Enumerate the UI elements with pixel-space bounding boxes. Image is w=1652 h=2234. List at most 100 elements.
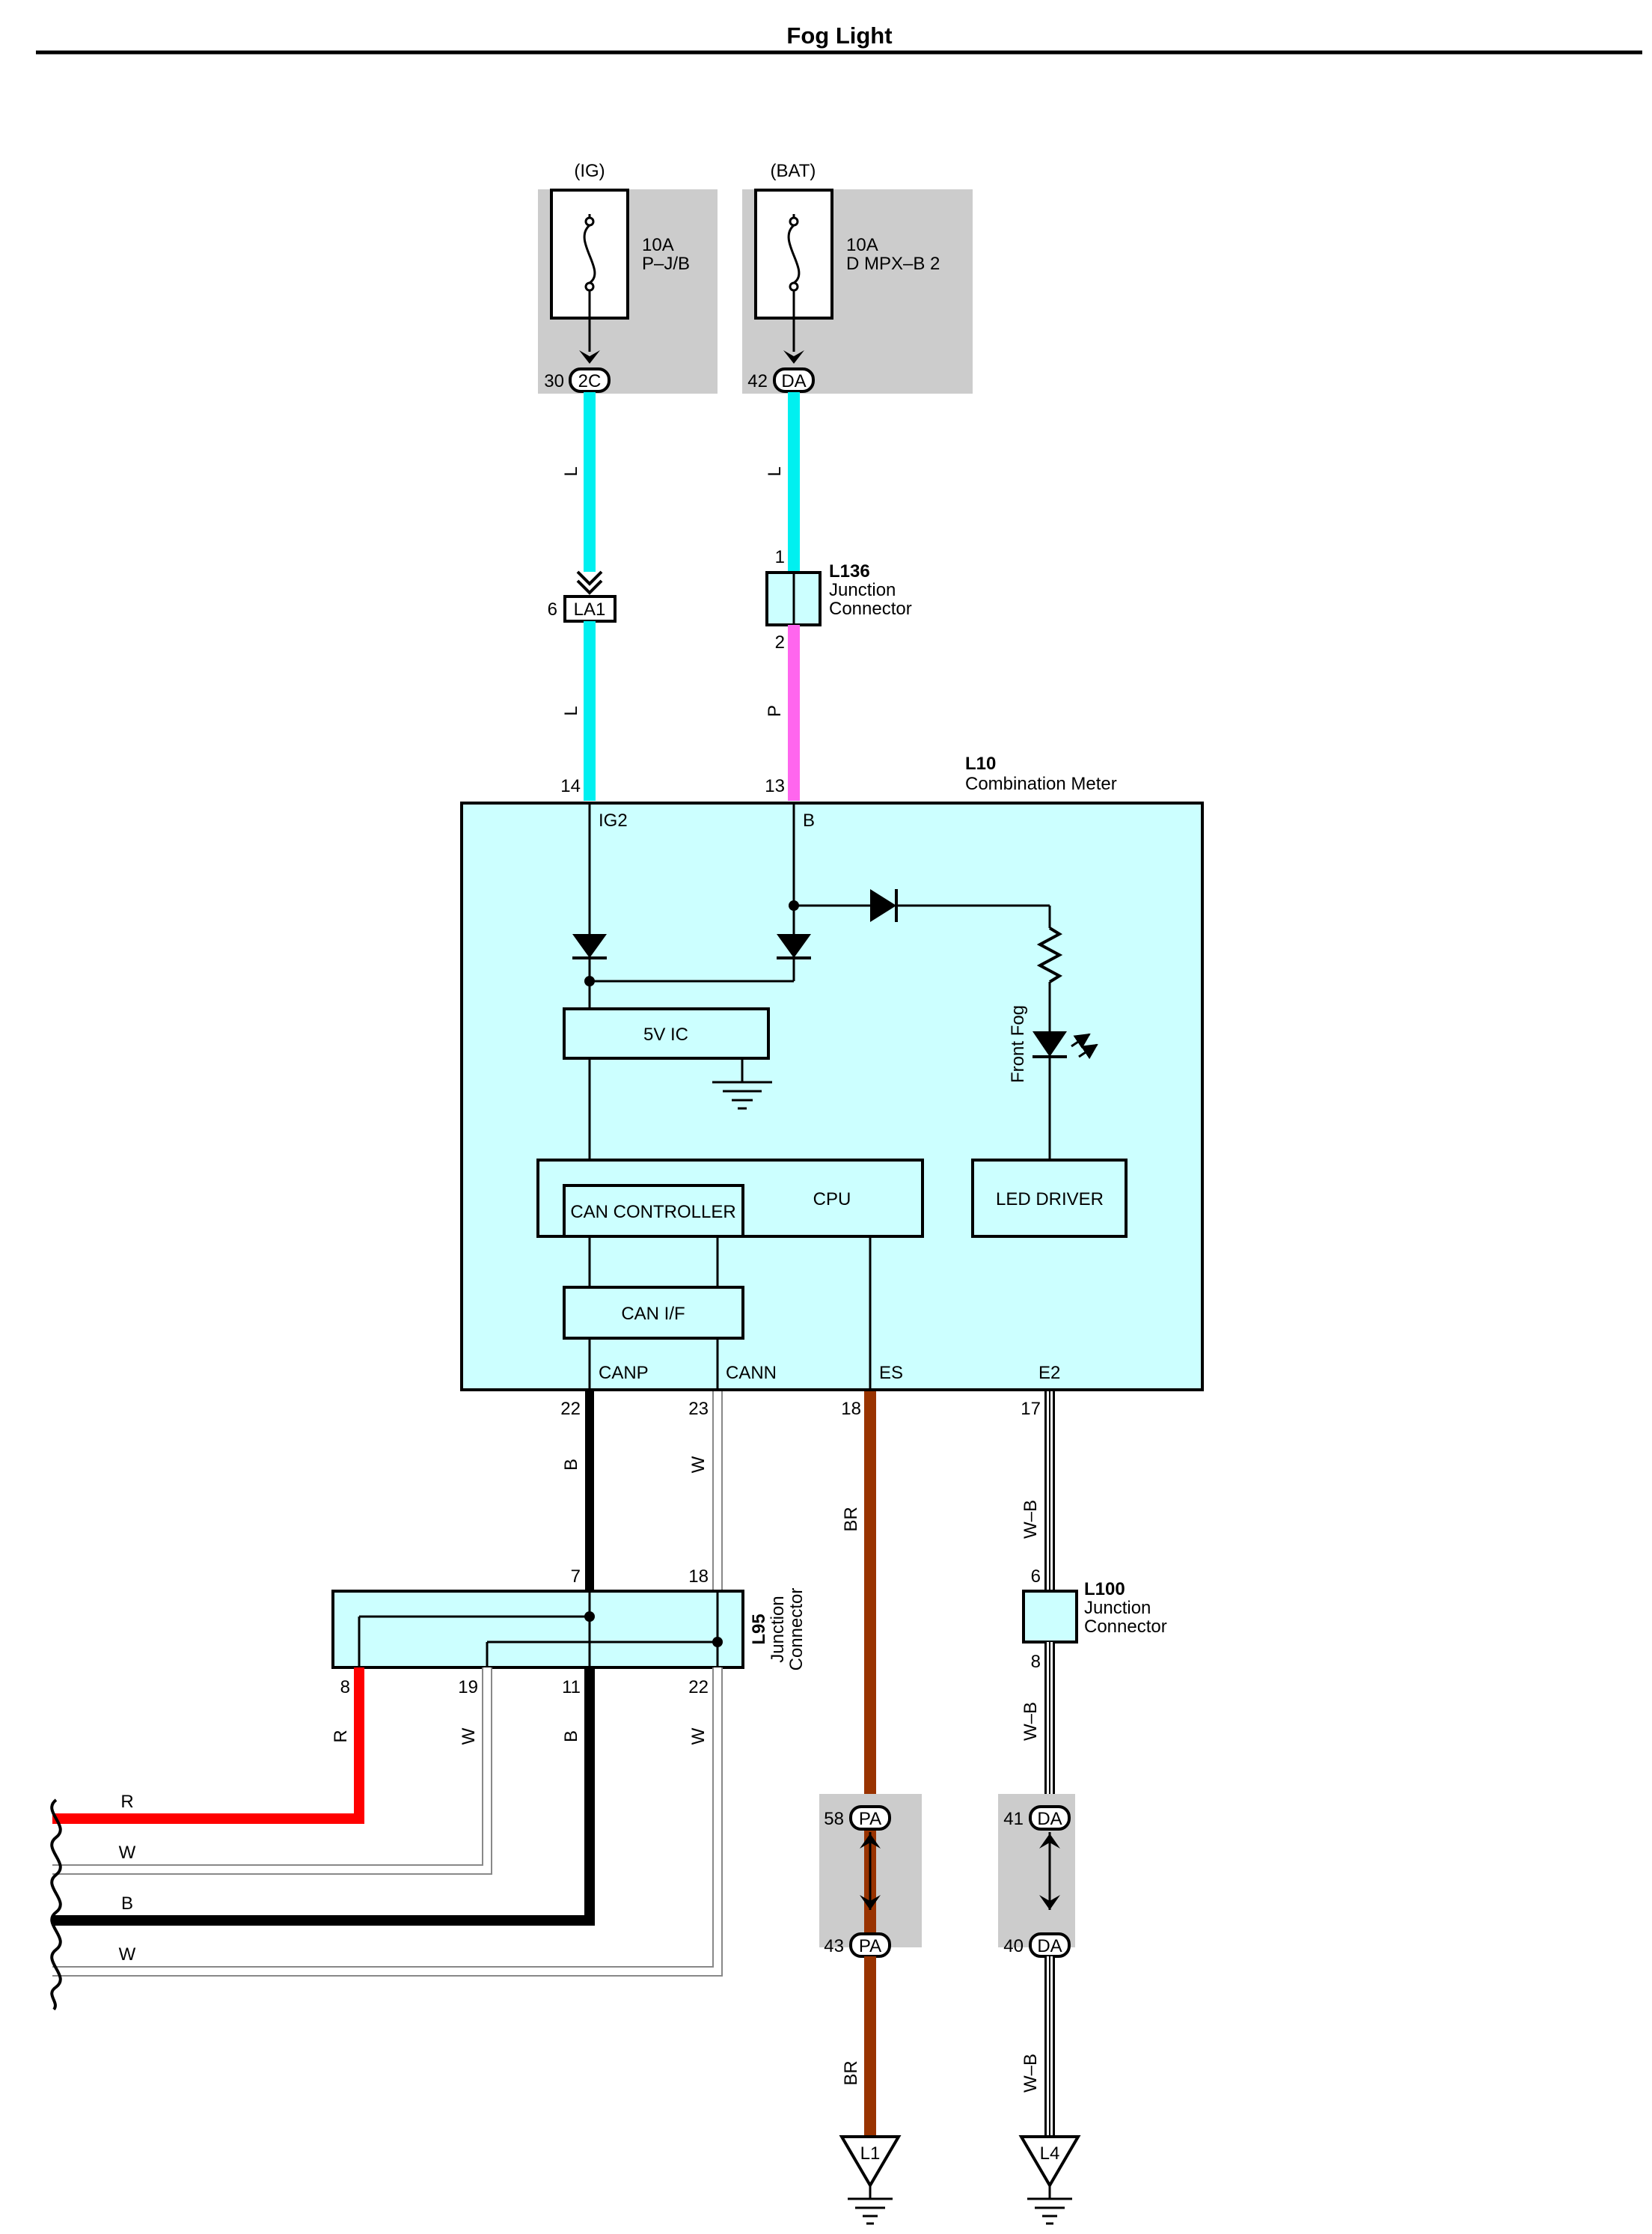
cpu-label: CPU [813, 1189, 851, 1209]
led-driver-label: LED DRIVER [996, 1189, 1104, 1209]
l136-line1: Junction [829, 580, 896, 600]
l100-box [1022, 1590, 1078, 1644]
l95-pin-7: 7 [571, 1566, 581, 1587]
wire-l95-8 [52, 1667, 364, 1824]
l95-id: L95 [749, 1614, 769, 1644]
fuse-ig-pin: 30 [544, 371, 564, 391]
ic-5v-label: 5V IC [643, 1025, 688, 1045]
led-emission-arrow-1 [1071, 1033, 1091, 1049]
l100-pin-top: 6 [1031, 1566, 1041, 1587]
connector-2c-label: 2C [578, 371, 602, 391]
wire-break-symbol [50, 1798, 62, 2011]
meter-id: L10 [965, 754, 996, 774]
connector-da-bottom-pin: 40 [1003, 1936, 1024, 1956]
wire-l95-11-color: B [561, 1730, 581, 1742]
connector-la1-pin: 6 [548, 599, 557, 620]
wire-cann-color: W [688, 1456, 709, 1473]
connector-da-fuse-label: DA [781, 371, 806, 391]
left-wire-r: R [120, 1792, 133, 1812]
fuse-bat: (BAT) 10A D MPX–B 2 42 DA [742, 161, 973, 394]
connector-da-bottom-label: DA [1037, 1936, 1062, 1956]
meter-pin-e2: 17 [1021, 1399, 1041, 1419]
wire-l95-19 [52, 1667, 491, 1873]
connector-pa-top [849, 1805, 891, 1831]
led-driver-box [971, 1159, 1128, 1238]
fuse-ig-name: P–J/B [642, 254, 690, 274]
can-if-box [563, 1286, 744, 1340]
led-emission-arrow-2 [1078, 1043, 1098, 1060]
fuse-bat-arrow [783, 350, 804, 364]
wire-l95-11 [52, 1667, 595, 1926]
can-controller-box [563, 1184, 744, 1238]
l136-pin-top: 1 [775, 547, 785, 567]
left-wire-w2: W [119, 1944, 136, 1965]
meter-term-ig2: IG2 [599, 811, 628, 831]
l100-line1: Junction [1084, 1598, 1151, 1618]
wire-ig-upper-color: L [561, 466, 581, 476]
can-controller-label: CAN CONTROLLER [570, 1202, 735, 1222]
page-title: Fog Light [786, 22, 892, 49]
l136-pin-bottom: 2 [775, 632, 785, 653]
connector-da-top-label: DA [1037, 1809, 1062, 1829]
diode-led-branch [870, 889, 896, 922]
wire-es-lower-color: BR [841, 2060, 861, 2085]
wire-es-color: BR [841, 1507, 861, 1531]
meter-pin-canp: 22 [560, 1399, 581, 1419]
fuse-bat-element [787, 224, 801, 284]
connector-da-top [1029, 1805, 1071, 1831]
front-fog-indicator-led [1032, 1031, 1067, 1057]
fuse-bat-name: D MPX–B 2 [846, 254, 940, 274]
connector-da: DA 41 DA 40 [998, 1794, 1075, 1958]
fuse-ig-rating: 10A [642, 235, 674, 255]
left-wire-w1: W [119, 1843, 136, 1863]
wire-canp-color: B [561, 1459, 581, 1471]
connector-da-top-pin: 41 [1003, 1809, 1024, 1829]
connector-2c [569, 367, 611, 393]
wire-e2-lower-color: W–B [1021, 2054, 1041, 2093]
l95-pin-22: 22 [688, 1677, 709, 1697]
l100-line2: Connector [1084, 1617, 1167, 1637]
wire-l95-8-color: R [331, 1730, 351, 1742]
junction-connector-l100: 6 8 L100 Junction Connector [1022, 1566, 1167, 1672]
meter-term-e2: E2 [1038, 1363, 1060, 1383]
wire-bat-lower-color: P [765, 705, 785, 717]
fuse-bat-pin: 42 [747, 371, 768, 391]
l95-pin-8: 8 [340, 1677, 350, 1697]
meter-name: Combination Meter [965, 774, 1117, 794]
wire-l95-22-color: W [688, 1727, 709, 1745]
meter-pin-es: 18 [841, 1399, 861, 1419]
diode-ig2 [572, 934, 607, 958]
ground-l1: L1 [839, 2135, 902, 2225]
wire-l95-22 [52, 1667, 721, 1975]
wire-e2-mid-color: W–B [1021, 1702, 1041, 1741]
ground-l4: L4 [1018, 2135, 1081, 2225]
wire-e2-color: W–B [1021, 1500, 1041, 1539]
l136-line2: Connector [829, 599, 912, 619]
connector-pa: PA 58 PA 43 [819, 1794, 922, 1958]
l95-pin-11: 11 [562, 1677, 581, 1697]
l136-id: L136 [829, 561, 870, 582]
connector-da-fuse [773, 367, 815, 393]
l95-pin-19: 19 [458, 1677, 478, 1697]
meter-pin-cann: 23 [688, 1399, 709, 1419]
fuse-ig-supply: (IG) [574, 161, 605, 181]
l100-pin-bottom: 8 [1031, 1652, 1041, 1672]
diode-b [777, 934, 811, 958]
l100-id: L100 [1084, 1579, 1125, 1599]
left-wire-b: B [121, 1893, 133, 1914]
ground-l4-label: L4 [1040, 2143, 1060, 2164]
connector-pa-bottom-pin: 43 [824, 1936, 844, 1956]
combination-meter-l10: L10 Combination Meter 14 13 IG2 B Front … [460, 754, 1204, 1419]
wire-ig-lower-color: L [561, 706, 581, 715]
ground-l1-label: L1 [860, 2143, 881, 2164]
connector-la1-label: LA1 [574, 599, 606, 620]
meter-pin-b: 13 [765, 776, 785, 796]
l95-line2: Connector [786, 1588, 807, 1671]
connector-la1: LA1 6 [548, 570, 617, 623]
connector-pa-top-pin: 58 [824, 1809, 844, 1829]
ic-5v [563, 1007, 770, 1060]
resistor [1036, 927, 1063, 983]
junction-connector-l95: 7 18 L95 Junction Connector 8 19 11 22 [331, 1566, 807, 1697]
connector-pa-top-label: PA [859, 1809, 881, 1829]
